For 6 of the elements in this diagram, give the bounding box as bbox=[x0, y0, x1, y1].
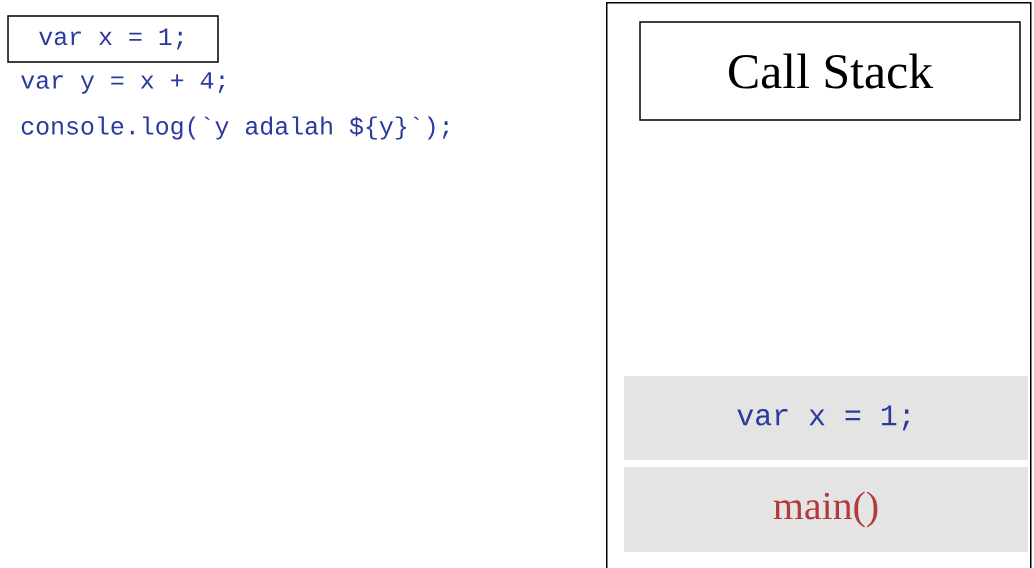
code-line: console.log(`y adalah ${y}`); bbox=[21, 116, 449, 140]
stack-frame: var x = 1; bbox=[624, 376, 1028, 460]
stack-frame: main() bbox=[624, 467, 1028, 552]
call-stack-panel bbox=[606, 2, 1032, 568]
code-box: var x = 1; bbox=[7, 15, 219, 63]
title-box: Call Stack bbox=[639, 21, 1021, 121]
